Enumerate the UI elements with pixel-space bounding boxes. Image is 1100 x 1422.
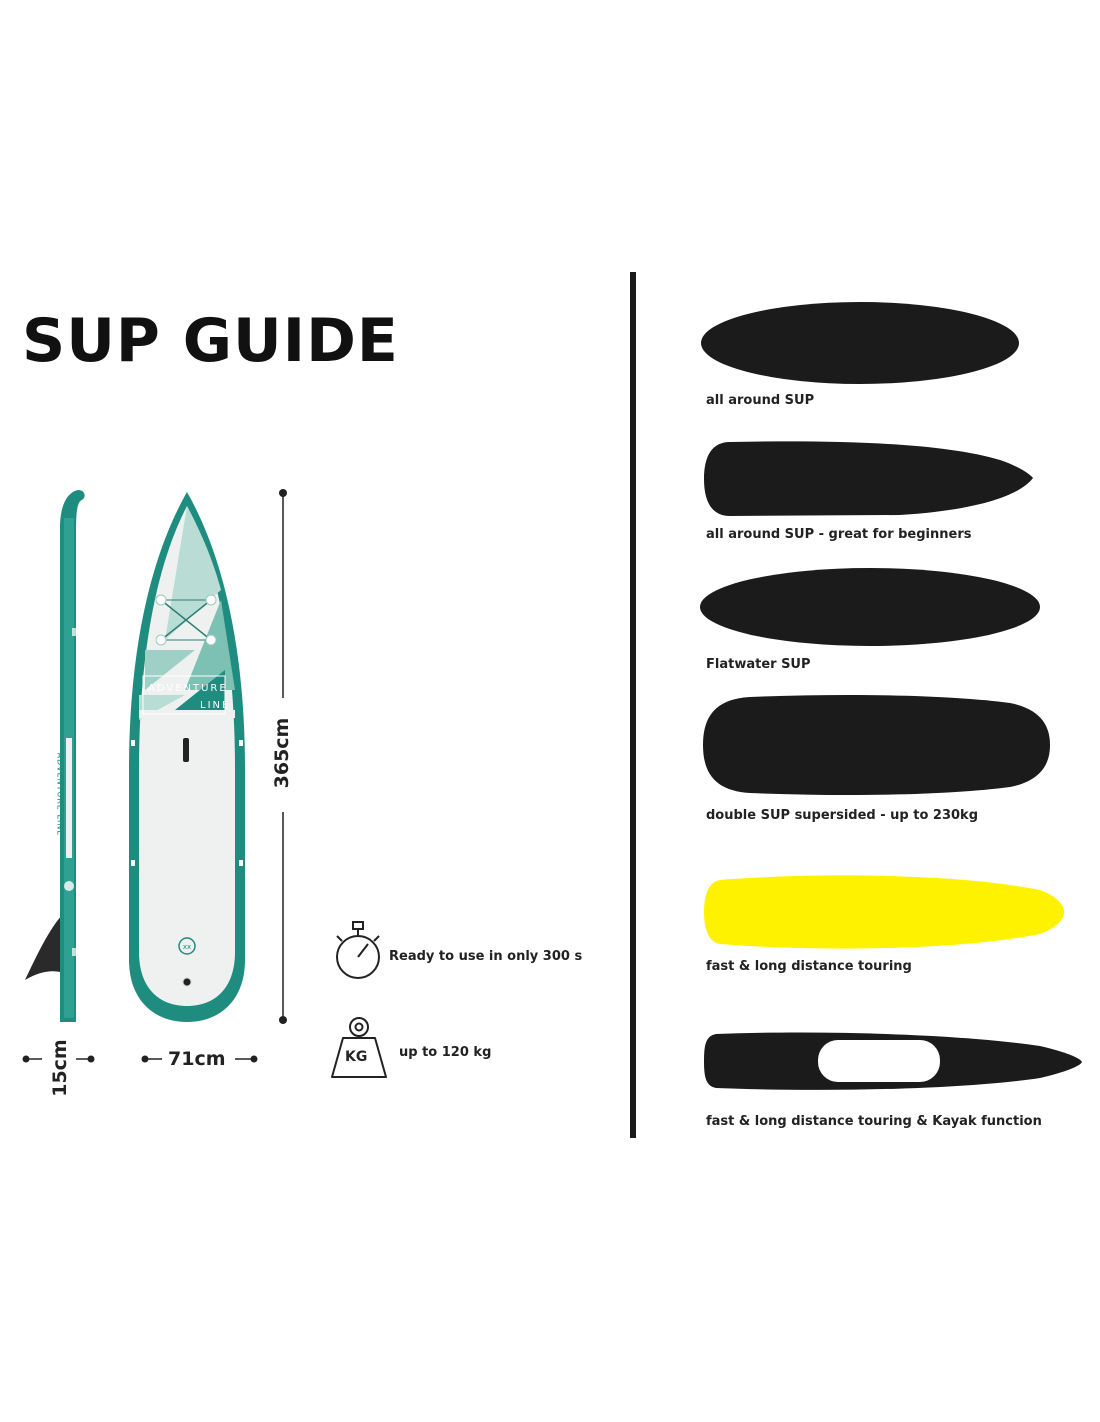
page-title: SUP GUIDE (22, 306, 399, 376)
board-shape-kayak (704, 1032, 1082, 1090)
board-shape-all-around (701, 302, 1019, 384)
length-label: 365cm (271, 717, 293, 789)
svg-text:xx: xx (183, 943, 191, 951)
board-shape-beginner (704, 441, 1033, 516)
width-dimension-line (141, 1055, 258, 1063)
shape-touring-fill (704, 875, 1064, 949)
thickness-label: 15cm (49, 1039, 71, 1097)
length-dimension-line (279, 489, 287, 1024)
feature-max-load: up to 120 kg (399, 1045, 492, 1060)
board-shape-touring (704, 875, 1064, 949)
feature-setup-time: Ready to use in only 300 s (389, 949, 583, 964)
board-shape-flatwater (700, 568, 1040, 646)
board-print-line2: LINE (200, 700, 231, 711)
kayak-cockpit (818, 1040, 940, 1082)
board-print-line1: ADVENTURE (148, 683, 228, 694)
board-top-view: xx (129, 492, 245, 1022)
shape-label-kayak: fast & long distance touring & Kayak fun… (706, 1114, 1042, 1129)
shape-label-beginner: all around SUP - great for beginners (706, 527, 972, 542)
thickness-dimension-line (22, 1055, 95, 1063)
stopwatch-icon (336, 921, 380, 979)
carry-handle (183, 738, 189, 762)
board-shape-double (703, 695, 1050, 795)
brand-logo-icon (178, 937, 196, 955)
weight-icon-text: KG (345, 1049, 368, 1065)
vertical-divider (630, 272, 636, 1138)
shape-label-all-around: all around SUP (706, 393, 815, 408)
board-side-view (25, 490, 85, 1022)
board-side-print: ADVENTURE LINE (55, 752, 65, 837)
width-label: 71cm (168, 1048, 226, 1070)
weight-icon (331, 1017, 387, 1078)
shape-label-touring: fast & long distance touring (706, 959, 912, 974)
shape-label-flatwater: Flatwater SUP (706, 657, 811, 672)
shape-label-double: double SUP supersided - up to 230kg (706, 808, 979, 823)
